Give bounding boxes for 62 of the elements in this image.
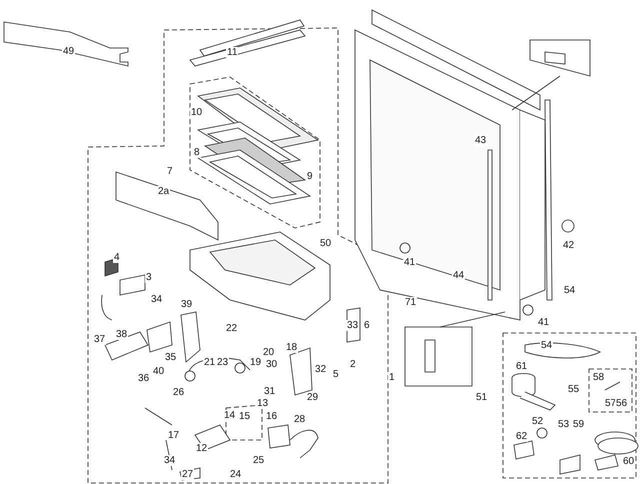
callout-number: 44: [452, 270, 466, 281]
callout-number: 31: [263, 386, 276, 397]
callout-number: 59: [572, 419, 586, 430]
callout-number: 35: [164, 352, 178, 363]
callout-number: 12: [195, 443, 208, 454]
callout-number: 54: [540, 340, 554, 351]
callout-number: 71: [404, 297, 418, 308]
callout-number: 34: [150, 294, 164, 305]
callout-number: 29: [306, 392, 320, 403]
callout-number: 13: [256, 398, 270, 409]
callout-number: 41: [403, 257, 416, 268]
callout-number: 27: [181, 469, 194, 480]
callout-number: 49: [62, 46, 76, 57]
callout-number: 53: [557, 419, 570, 430]
callout-number: 55: [567, 384, 580, 395]
callout-number: 22: [225, 323, 238, 334]
callout-number: 20: [262, 347, 276, 358]
callout-number: 26: [172, 387, 186, 398]
callout-number: 32: [314, 364, 328, 375]
callout-number: 18: [285, 342, 298, 353]
callout-number: 21: [203, 357, 216, 368]
callout-number: 34: [163, 455, 176, 466]
callout-number: 7: [166, 166, 174, 177]
callout-number: 8: [193, 147, 201, 158]
callout-number: 9: [306, 171, 314, 182]
callout-number: 15: [238, 411, 252, 422]
callout-number: 11: [226, 47, 238, 58]
callout-number: 24: [229, 469, 242, 480]
callout-number: 2: [349, 359, 357, 370]
callout-number: 39: [180, 299, 194, 310]
callout-number: 37: [93, 334, 106, 345]
callout-number: 52: [531, 416, 544, 427]
callout-number: 60: [622, 456, 636, 467]
callout-number: 4: [113, 252, 121, 263]
callout-number: 40: [152, 366, 166, 377]
callout-number: 28: [293, 414, 306, 425]
callout-number: 14: [223, 410, 236, 421]
callout-number: 19: [249, 357, 262, 368]
callout-number: 33: [346, 320, 360, 331]
callout-number: 58: [592, 372, 606, 383]
callout-number: 30: [265, 359, 278, 370]
callout-number: 42: [562, 240, 576, 251]
callout-number: 54: [563, 285, 576, 296]
callout-number: 25: [252, 455, 266, 466]
callout-number: 43: [474, 135, 488, 146]
callout-number: 10: [190, 107, 204, 118]
callout-number: 50: [319, 238, 332, 249]
callout-number: 38: [115, 329, 128, 340]
callout-number: 5: [332, 369, 340, 380]
callout-number: 1: [388, 372, 396, 383]
callout-number: 6: [363, 320, 371, 331]
callout-number: 51: [475, 392, 488, 403]
callout-number: 16: [265, 411, 278, 422]
callout-number: 2a: [157, 186, 170, 197]
callout-number: 3: [145, 272, 153, 283]
callout-number: 23: [216, 357, 230, 368]
callout-number: 62: [515, 431, 528, 442]
callout-number: 56: [615, 398, 628, 409]
callout-number: 41: [537, 317, 550, 328]
callout-number: 61: [515, 361, 528, 372]
callout-number: 36: [137, 373, 150, 384]
callout-number: 17: [167, 430, 180, 441]
